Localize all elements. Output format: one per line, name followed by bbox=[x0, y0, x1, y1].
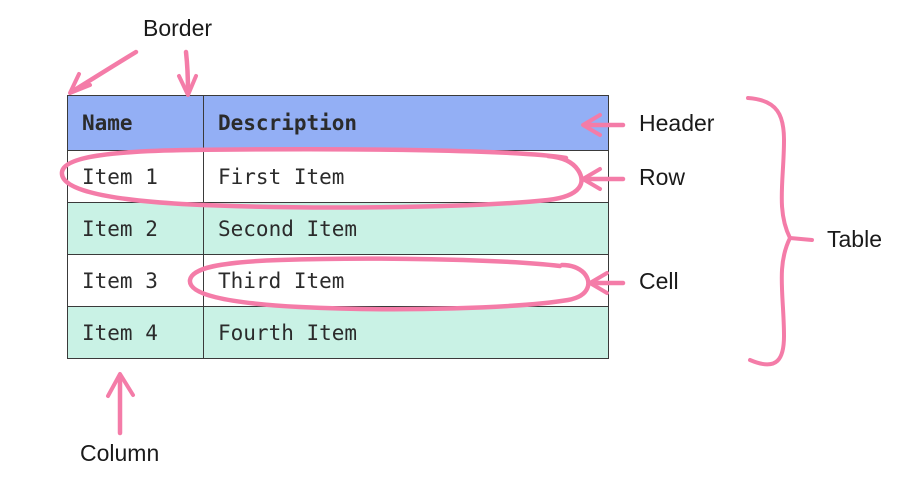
annotation-label-column: Column bbox=[80, 440, 160, 466]
column-arrow-icon bbox=[106, 372, 135, 436]
header-row: Name Description bbox=[67, 95, 609, 151]
cell-name: Item 3 bbox=[67, 254, 204, 307]
header-cell-name: Name bbox=[67, 95, 204, 151]
cell-description: Third Item bbox=[203, 254, 609, 307]
anatomy-table: Name Description Item 1 First Item Item … bbox=[67, 95, 609, 359]
table-row: Item 2 Second Item bbox=[67, 202, 609, 255]
table-header: Name Description bbox=[67, 95, 609, 151]
table-brace-icon bbox=[746, 96, 792, 367]
cell-description: First Item bbox=[203, 150, 609, 203]
cell-name: Item 1 bbox=[67, 150, 204, 203]
annotation-label-cell: Cell bbox=[639, 268, 679, 294]
annotation-label-border: Border bbox=[143, 15, 213, 41]
cell-description: Second Item bbox=[203, 202, 609, 255]
table-row: Item 3 Third Item bbox=[67, 254, 609, 307]
table-brace-tip bbox=[788, 236, 814, 242]
border-divider-arrow-icon bbox=[177, 49, 198, 97]
header-cell-description: Description bbox=[203, 95, 609, 151]
table-row: Item 4 Fourth Item bbox=[67, 306, 609, 359]
annotation-label-row: Row bbox=[639, 164, 686, 190]
annotation-label-header: Header bbox=[639, 110, 715, 136]
annotation-label-table: Table bbox=[827, 226, 882, 252]
cell-name: Item 2 bbox=[67, 202, 204, 255]
border-corner-arrow-icon bbox=[68, 49, 139, 95]
cell-description: Fourth Item bbox=[203, 306, 609, 359]
table-row: Item 1 First Item bbox=[67, 150, 609, 203]
table-body: Item 1 First Item Item 2 Second Item Ite… bbox=[67, 150, 609, 359]
cell-name: Item 4 bbox=[67, 306, 204, 359]
